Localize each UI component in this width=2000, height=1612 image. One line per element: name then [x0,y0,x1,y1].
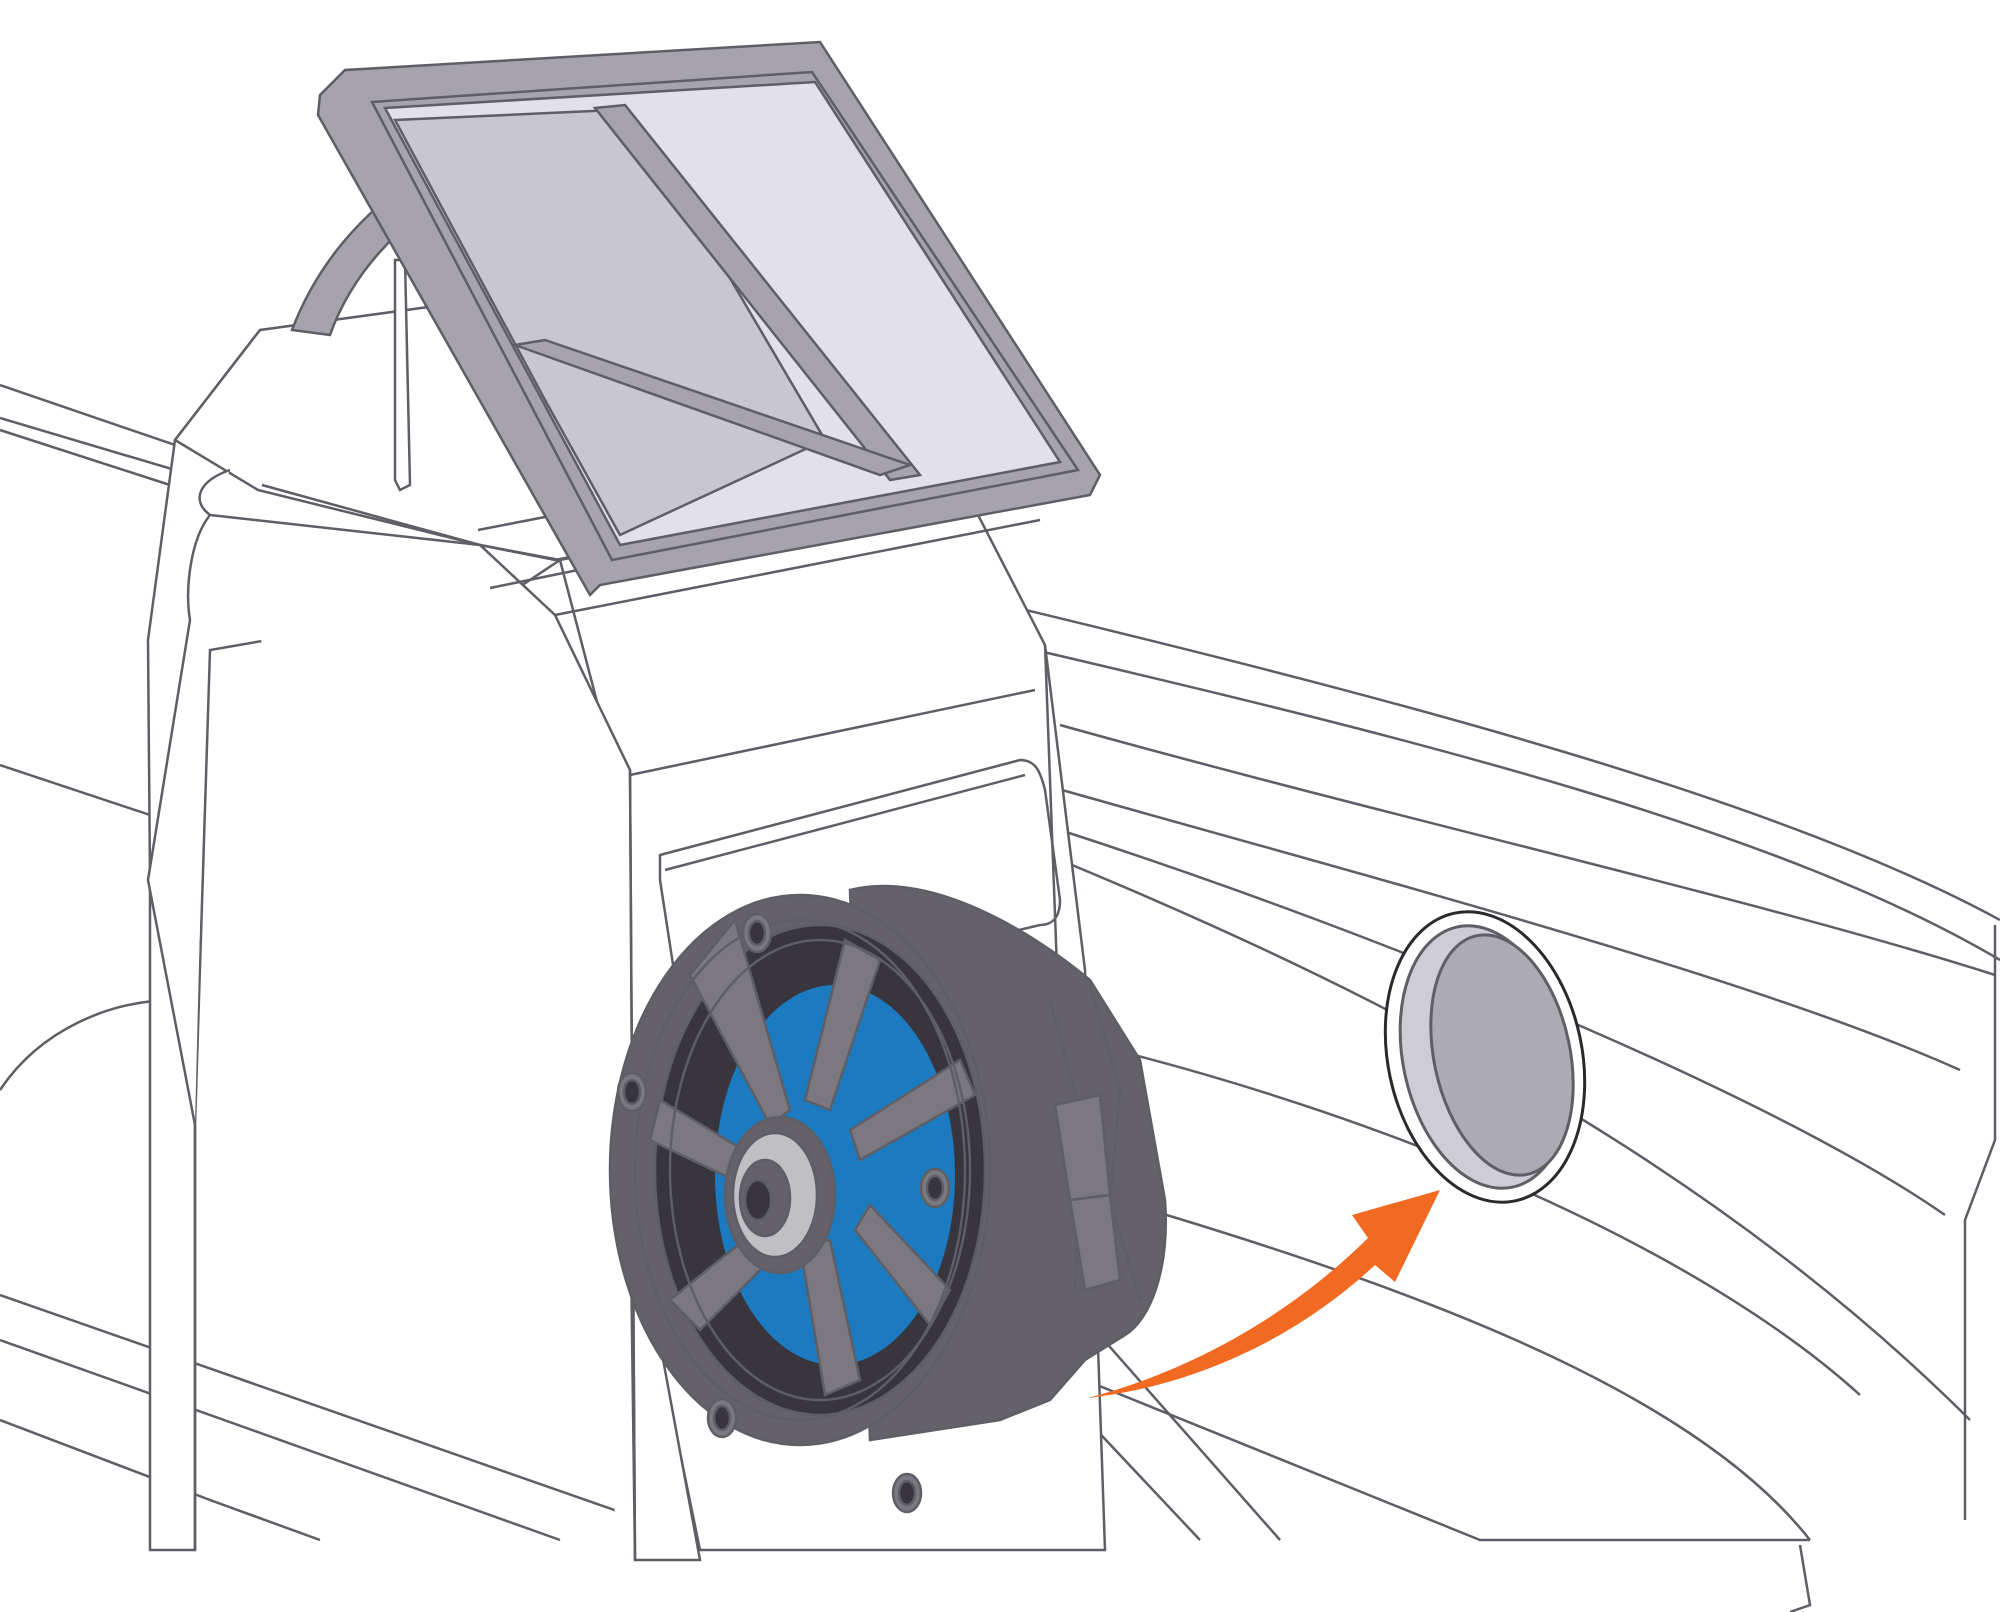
insert-arrow-icon [1088,1190,1440,1398]
marine-speaker-icon [608,884,1167,1514]
speaker-cutout-icon [1383,910,1587,1204]
mounting-holes [616,912,951,1514]
windshield-icon [290,40,1102,598]
